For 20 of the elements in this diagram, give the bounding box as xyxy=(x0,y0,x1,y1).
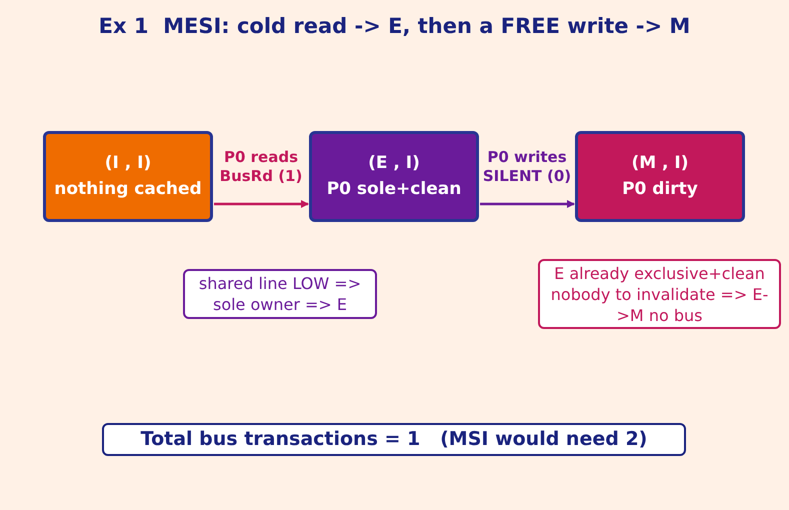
arrow xyxy=(480,200,575,208)
node-text: P0 dirty xyxy=(622,178,698,200)
state-box xyxy=(309,131,479,222)
node-text: (I , I) xyxy=(104,152,152,175)
diagram-title: Ex 1 MESI: cold read -> E, then a FREE write -> M xyxy=(98,13,692,40)
edge-label: P0 writes SILENT (0) xyxy=(482,148,572,186)
note-box xyxy=(183,269,377,319)
node-text: (E , I) xyxy=(368,152,420,175)
node-text: shared line LOW => sole owner => E xyxy=(198,273,362,315)
node-text: E already exclusive+clean nobody to invalidate => E->M no bus xyxy=(550,262,770,326)
state-box xyxy=(575,131,745,222)
note-box xyxy=(538,259,781,329)
state-box xyxy=(43,131,213,222)
edge-label: P0 reads BusRd (1) xyxy=(218,148,304,186)
node-text: P0 sole+clean xyxy=(326,178,462,200)
node-text: nothing cached xyxy=(54,178,202,200)
summary-box xyxy=(102,423,686,456)
arrow xyxy=(214,200,309,208)
node-text: (M , I) xyxy=(631,152,689,175)
node-text: Total bus transactions = 1 (MSI would need 2) xyxy=(140,427,648,452)
